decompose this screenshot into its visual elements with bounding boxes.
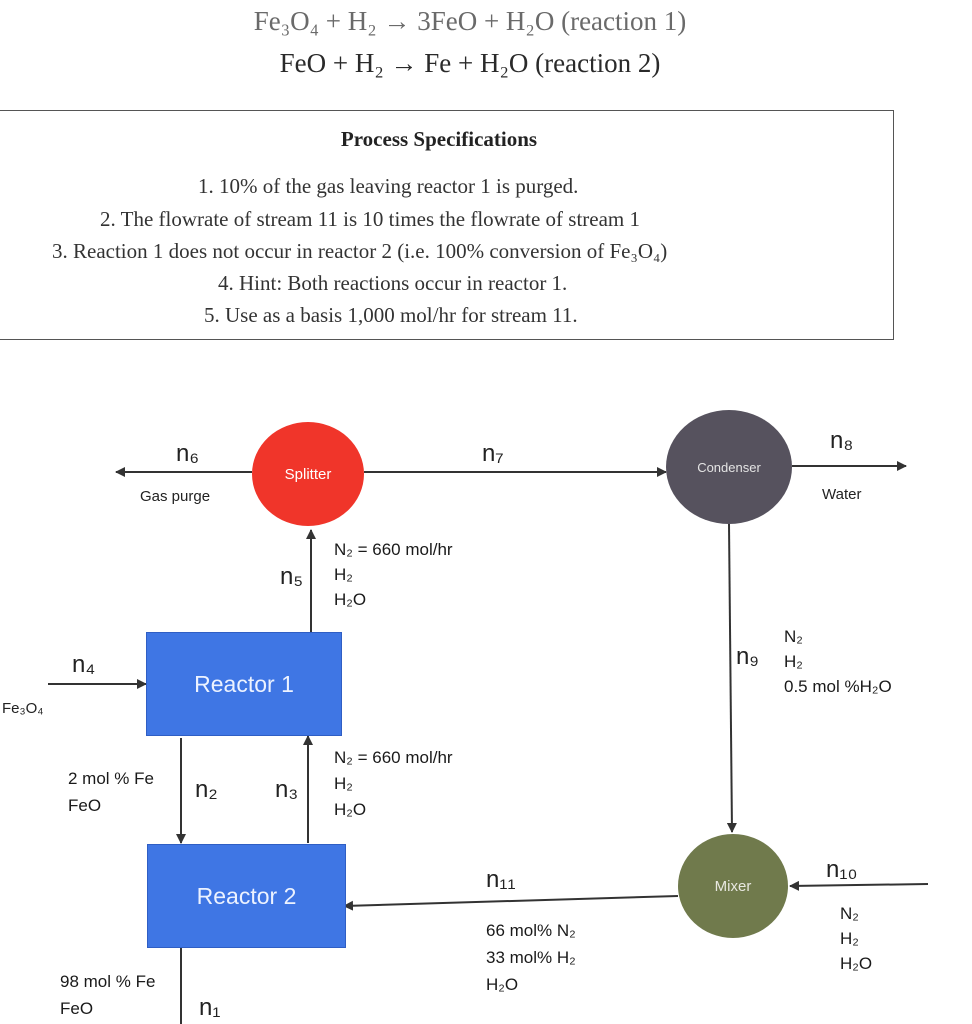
reactor-2-label: Reactor 2 [196, 882, 297, 909]
condenser-unit: Condenser [666, 410, 792, 524]
reaction-1: Fe₃O₄ + H₂ → 3FeO + H₂O (reaction 1) [253, 6, 687, 36]
spec-item-1: 1. 10% of the gas leaving reactor 1 is p… [198, 174, 579, 198]
stream-11-comp-h2o: H₂O [486, 975, 519, 994]
mixer-label: Mixer [714, 877, 752, 895]
stream-9-comp-h2: H₂ [784, 652, 803, 671]
condenser-label: Condenser [697, 459, 761, 475]
gas-purge-label: Gas purge [140, 488, 211, 505]
spec-item-3: 3. Reaction 1 does not occur in reactor … [52, 239, 668, 263]
stream-11-name: n₁₁ [486, 866, 516, 893]
specifications-box [0, 110, 894, 340]
stream-11-comp-h2: 33 mol% H₂ [486, 948, 576, 967]
stream-4-name: n₄ [72, 651, 96, 678]
stream-3-comp-h2o: H₂O [334, 800, 367, 819]
mixer-unit: Mixer [678, 834, 788, 938]
stream-11-line [343, 895, 679, 911]
stream-5-name: n₅ [280, 563, 304, 590]
stream-5-comp-h2: H₂ [334, 565, 353, 584]
spec-item-4: 4. Hint: Both reactions occur in reactor… [218, 271, 568, 295]
reactor-1-unit: Reactor 1 [146, 632, 342, 736]
stream-9-line [726, 523, 737, 833]
stream-3-comp-h2: H₂ [334, 774, 353, 793]
splitter-unit: Splitter [252, 422, 364, 526]
stream-9-name: n₉ [736, 643, 759, 670]
stream-2-comp-feo: FeO [68, 796, 102, 815]
spec-item-2: 2. The flowrate of stream 11 is 10 times… [100, 207, 641, 231]
spec-item-5: 5. Use as a basis 1,000 mol/hr for strea… [204, 303, 578, 327]
stream-7-name: n₇ [482, 440, 504, 467]
reactor-1-label: Reactor 1 [194, 670, 294, 697]
fe3o4-feed-label: Fe₃O₄ [2, 700, 44, 717]
stream-2-name: n₂ [195, 776, 218, 803]
stream-5-comp-h2o: H₂O [334, 590, 367, 609]
stream-1-name: n₁ [199, 994, 221, 1021]
reaction-2: FeO + H₂ → Fe + H₂O (reaction 2) [279, 48, 661, 78]
stream-3-comp-n2: N₂ = 660 mol/hr [334, 748, 453, 767]
stream-10-comp-h2o: H₂O [840, 954, 873, 973]
stream-10-comp-h2: H₂ [840, 929, 859, 948]
stream-10-comp-n2: N₂ [840, 904, 859, 923]
splitter-label: Splitter [284, 465, 332, 483]
stream-6-name: n₆ [176, 440, 200, 467]
specifications-title: Process Specifications [340, 127, 538, 151]
stream-10-line [789, 880, 929, 891]
stream-8-name: n₈ [830, 427, 854, 454]
water-label: Water [822, 486, 862, 503]
stream-9-comp-n2: N₂ [784, 627, 803, 646]
stream-2-comp-fe: 2 mol % Fe [68, 769, 154, 788]
stream-1-comp-fe: 98 mol % Fe [60, 972, 156, 991]
reactor-2-unit: Reactor 2 [147, 844, 346, 948]
stream-5-comp-n2: N₂ = 660 mol/hr [334, 540, 453, 559]
stream-1-comp-feo: FeO [60, 999, 94, 1018]
stream-9-comp-h2o: 0.5 mol %H₂O [784, 677, 892, 696]
stream-3-name: n₃ [275, 776, 299, 803]
stream-10-name: n₁₀ [826, 856, 858, 883]
stream-11-comp-n2: 66 mol% N₂ [486, 921, 576, 940]
